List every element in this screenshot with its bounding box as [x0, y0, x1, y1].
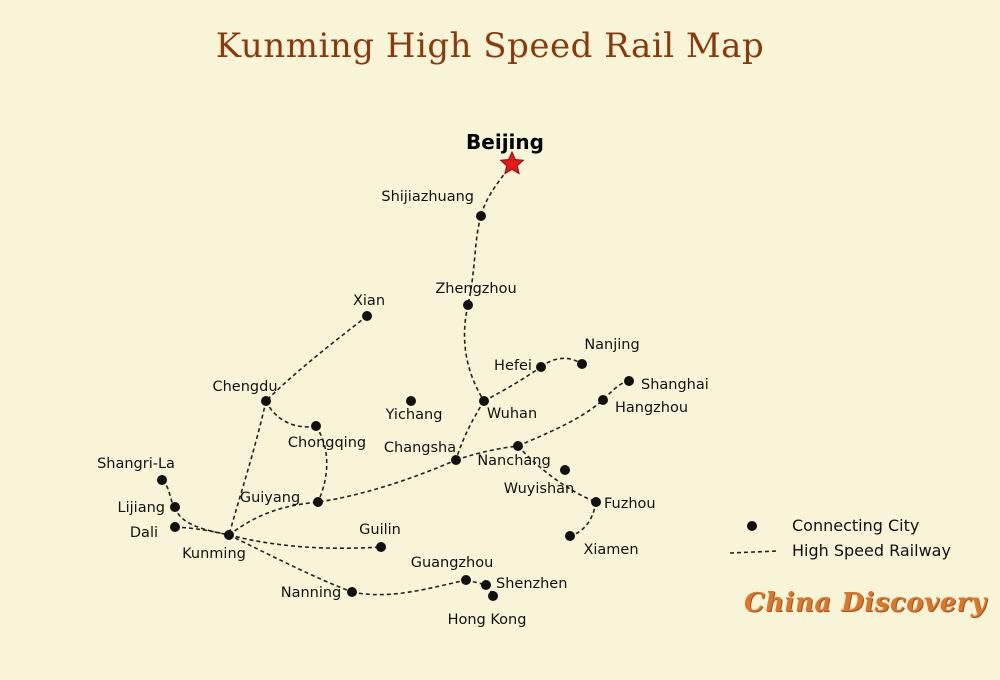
city-dot-shanghai: [624, 376, 634, 386]
city-dot-hong-kong: [488, 591, 498, 601]
city-label-guiyang: Guiyang: [240, 490, 300, 506]
city-dot-nanjing: [577, 359, 587, 369]
city-label-shijiazhuang: Shijiazhuang: [381, 189, 474, 205]
city-dot-chengdu: [261, 396, 271, 406]
city-label-chengdu: Chengdu: [212, 379, 277, 395]
city-labels: Shijiazhuang Zhengzhou Xian Chengdu Chon…: [97, 189, 709, 628]
legend: Connecting City High Speed Railway: [729, 516, 951, 560]
city-dot-zhengzhou: [463, 300, 473, 310]
city-label-shenzhen: Shenzhen: [496, 576, 567, 592]
city-dot-shenzhen: [481, 580, 491, 590]
rail-beijing-shijiazhuang: [480, 163, 513, 217]
rail-chongqing-guiyang: [315, 425, 328, 503]
rail-nanchang-fuzhou: [517, 445, 597, 503]
city-label-changsha: Changsha: [384, 440, 456, 456]
city-dot-guiyang: [313, 497, 323, 507]
city-label-yichang: Yichang: [385, 407, 443, 423]
city-dot-yichang: [406, 396, 416, 406]
rail-nanning-guangzhou: [351, 579, 467, 596]
city-dot-wuyishan: [560, 465, 570, 475]
city-label-wuyishan: Wuyishan: [504, 481, 574, 497]
capital-label: Beijing: [466, 130, 544, 154]
city-dot-hefei: [536, 362, 546, 372]
rail-lijiang-kunming: [174, 506, 230, 536]
rail-kunming-guiyang-changsha: [228, 459, 457, 536]
city-dot-nanning: [347, 587, 357, 597]
map-title: Kunming High Speed Rail Map: [215, 26, 765, 66]
city-label-guangzhou: Guangzhou: [411, 555, 494, 571]
rail-zhengzhou-wuhan: [463, 304, 485, 402]
city-dot-dali: [170, 522, 180, 532]
city-label-hong-kong: Hong Kong: [448, 612, 527, 628]
rail-chengdu-kunming: [228, 400, 267, 536]
city-label-nanchang: Nanchang: [477, 453, 550, 469]
city-label-shangri-la: Shangri-La: [97, 456, 175, 472]
city-dot-nanchang: [513, 441, 523, 451]
legend-railway-label: High Speed Railway: [792, 541, 951, 560]
city-label-guilin: Guilin: [359, 522, 401, 538]
rail-nanchang-hangzhou-shanghai: [517, 380, 630, 447]
city-dot-xiamen: [565, 531, 575, 541]
city-dot-kunming: [224, 530, 234, 540]
city-label-fuzhou: Fuzhou: [604, 496, 656, 512]
city-label-nanning: Nanning: [281, 585, 342, 601]
rail-kunming-guilin: [228, 534, 382, 550]
city-dot-fuzhou: [591, 497, 601, 507]
city-label-dali: Dali: [130, 525, 158, 541]
city-label-lijiang: Lijiang: [118, 500, 165, 516]
rail-chengdu-chongqing: [265, 400, 317, 428]
rail-hefei-nanjing: [540, 357, 583, 368]
city-label-xiamen: Xiamen: [583, 542, 638, 558]
city-dot-wuhan: [479, 396, 489, 406]
city-dots: [157, 211, 634, 601]
rail-wuhan-changsha: [455, 400, 485, 461]
legend-city-label: Connecting City: [792, 516, 919, 535]
legend-railway-line-icon: [729, 550, 779, 554]
city-label-xian: Xian: [353, 293, 385, 309]
city-label-nanjing: Nanjing: [584, 337, 639, 353]
city-dot-guilin: [376, 542, 386, 552]
rail-xian-chengdu: [265, 315, 368, 402]
city-label-hangzhou: Hangzhou: [615, 400, 688, 416]
watermark-logo: China Discovery: [744, 588, 987, 618]
capital-star-icon: [499, 150, 525, 175]
city-label-zhengzhou: Zhengzhou: [435, 281, 516, 297]
city-label-shanghai: Shanghai: [641, 377, 709, 393]
city-dot-lijiang: [170, 502, 180, 512]
city-label-kunming: Kunming: [182, 546, 246, 562]
rail-shijiazhuang-zhengzhou: [467, 215, 482, 306]
city-dot-xian: [362, 311, 372, 321]
legend-city-dot-icon: [747, 521, 757, 531]
city-dot-hangzhou: [598, 395, 608, 405]
city-label-wuhan: Wuhan: [487, 406, 537, 422]
city-label-hefei: Hefei: [494, 358, 532, 374]
city-dot-shangri-la: [157, 475, 167, 485]
rail-fuzhou-xiamen: [569, 501, 597, 537]
city-dot-changsha: [451, 455, 461, 465]
city-dot-shijiazhuang: [476, 211, 486, 221]
city-dot-chongqing: [311, 421, 321, 431]
railway-lines: [161, 163, 630, 597]
city-label-chongqing: Chongqing: [288, 435, 366, 451]
rail-kunming-nanning: [228, 534, 353, 593]
city-dot-guangzhou: [461, 575, 471, 585]
